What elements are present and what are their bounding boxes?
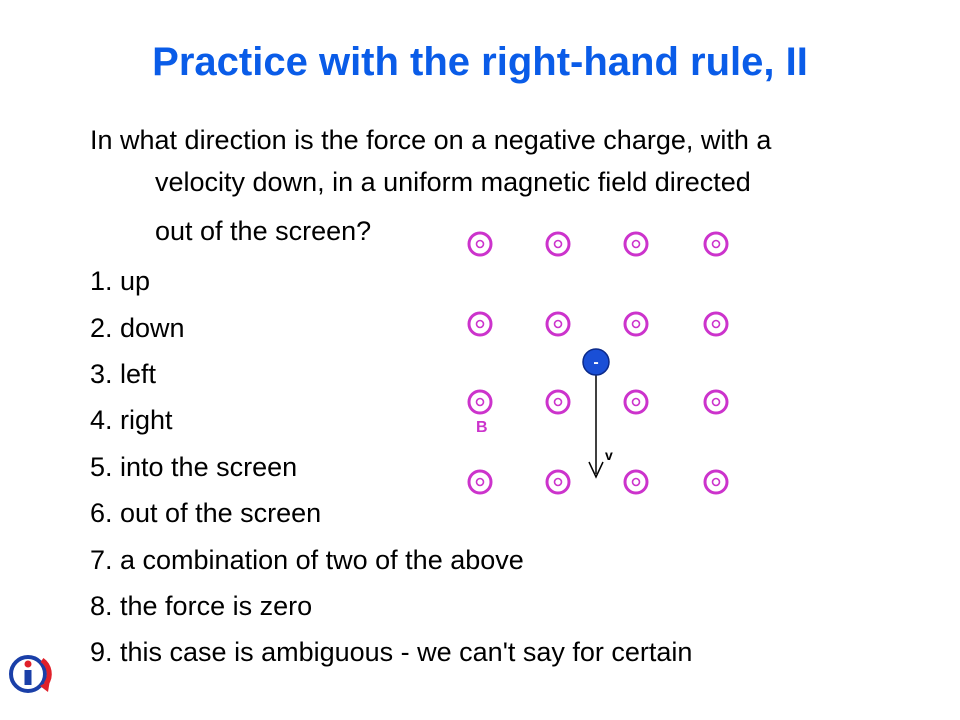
field-out-icon xyxy=(623,311,649,337)
charge-sign: - xyxy=(593,354,598,371)
field-out-icon xyxy=(703,231,729,257)
info-i-icon xyxy=(9,655,52,693)
option-out-of-screen[interactable]: 6. out of the screen xyxy=(90,498,322,528)
option-up[interactable]: 1. up xyxy=(90,266,151,296)
field-out-icon xyxy=(467,311,493,337)
option-force-zero[interactable]: 8. the force is zero xyxy=(90,591,313,621)
velocity-arrow-head xyxy=(588,461,604,479)
option-right[interactable]: 4. right xyxy=(90,405,173,435)
field-out-icon xyxy=(703,469,729,495)
field-out-icon xyxy=(545,311,571,337)
option-down[interactable]: 2. down xyxy=(90,313,185,343)
field-out-icon xyxy=(703,389,729,415)
field-out-icon xyxy=(467,231,493,257)
option-into-screen[interactable]: 5. into the screen xyxy=(90,452,298,482)
field-label: B xyxy=(476,419,488,436)
question-line-2: velocity down, in a uniform magnetic fie… xyxy=(155,167,751,197)
field-out-icon xyxy=(545,469,571,495)
option-left[interactable]: 3. left xyxy=(90,359,157,389)
magnetic-field-diagram: B v - xyxy=(467,231,729,495)
velocity-label: v xyxy=(605,447,613,463)
negative-charge xyxy=(582,348,610,376)
field-out-icon xyxy=(545,231,571,257)
option-combination[interactable]: 7. a combination of two of the above xyxy=(90,545,524,575)
field-out-icon xyxy=(703,311,729,337)
field-out-icon xyxy=(467,389,493,415)
field-out-icon xyxy=(623,469,649,495)
field-out-icon xyxy=(545,389,571,415)
field-grid xyxy=(467,231,729,495)
field-out-icon xyxy=(623,389,649,415)
slide-title: Practice with the right-hand rule, II xyxy=(152,40,808,84)
field-out-icon xyxy=(623,231,649,257)
question-line-1: In what direction is the force on a nega… xyxy=(90,125,772,155)
question-line-3: out of the screen? xyxy=(155,216,372,246)
option-ambiguous[interactable]: 9. this case is ambiguous - we can't say… xyxy=(90,637,693,667)
field-out-icon xyxy=(467,469,493,495)
